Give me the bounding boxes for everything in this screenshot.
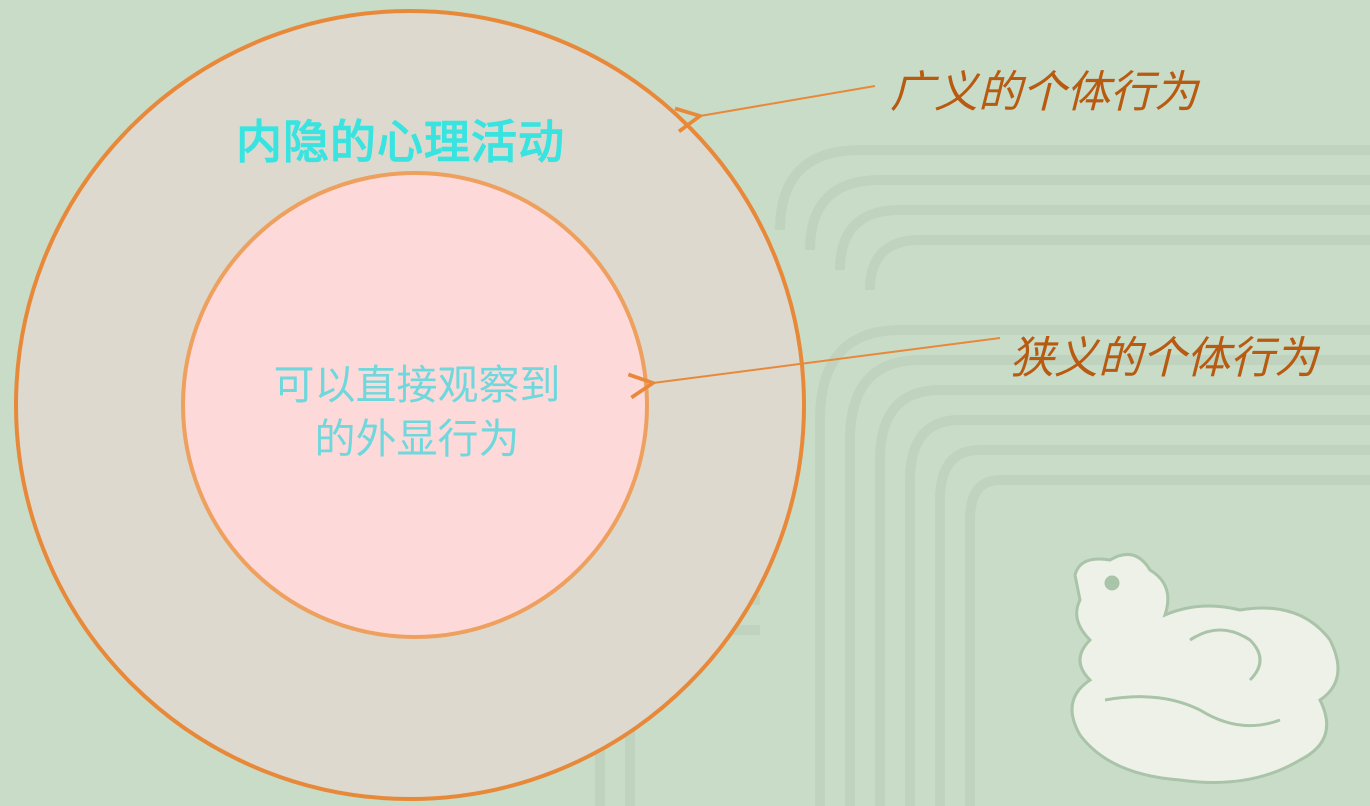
arrow-broad xyxy=(700,85,876,116)
broad-behavior-callout: 广义的个体行为 xyxy=(890,67,1198,118)
arrow-narrow xyxy=(653,337,1001,383)
dragon-emblem-icon xyxy=(1070,552,1340,784)
inner-circle-label: 可以直接观察到的外显行为 xyxy=(273,361,561,463)
outer-circle-label: 内隐的心理活动 xyxy=(236,115,565,169)
inner-circle xyxy=(181,171,649,639)
narrow-behavior-callout: 狭义的个体行为 xyxy=(1010,333,1318,384)
